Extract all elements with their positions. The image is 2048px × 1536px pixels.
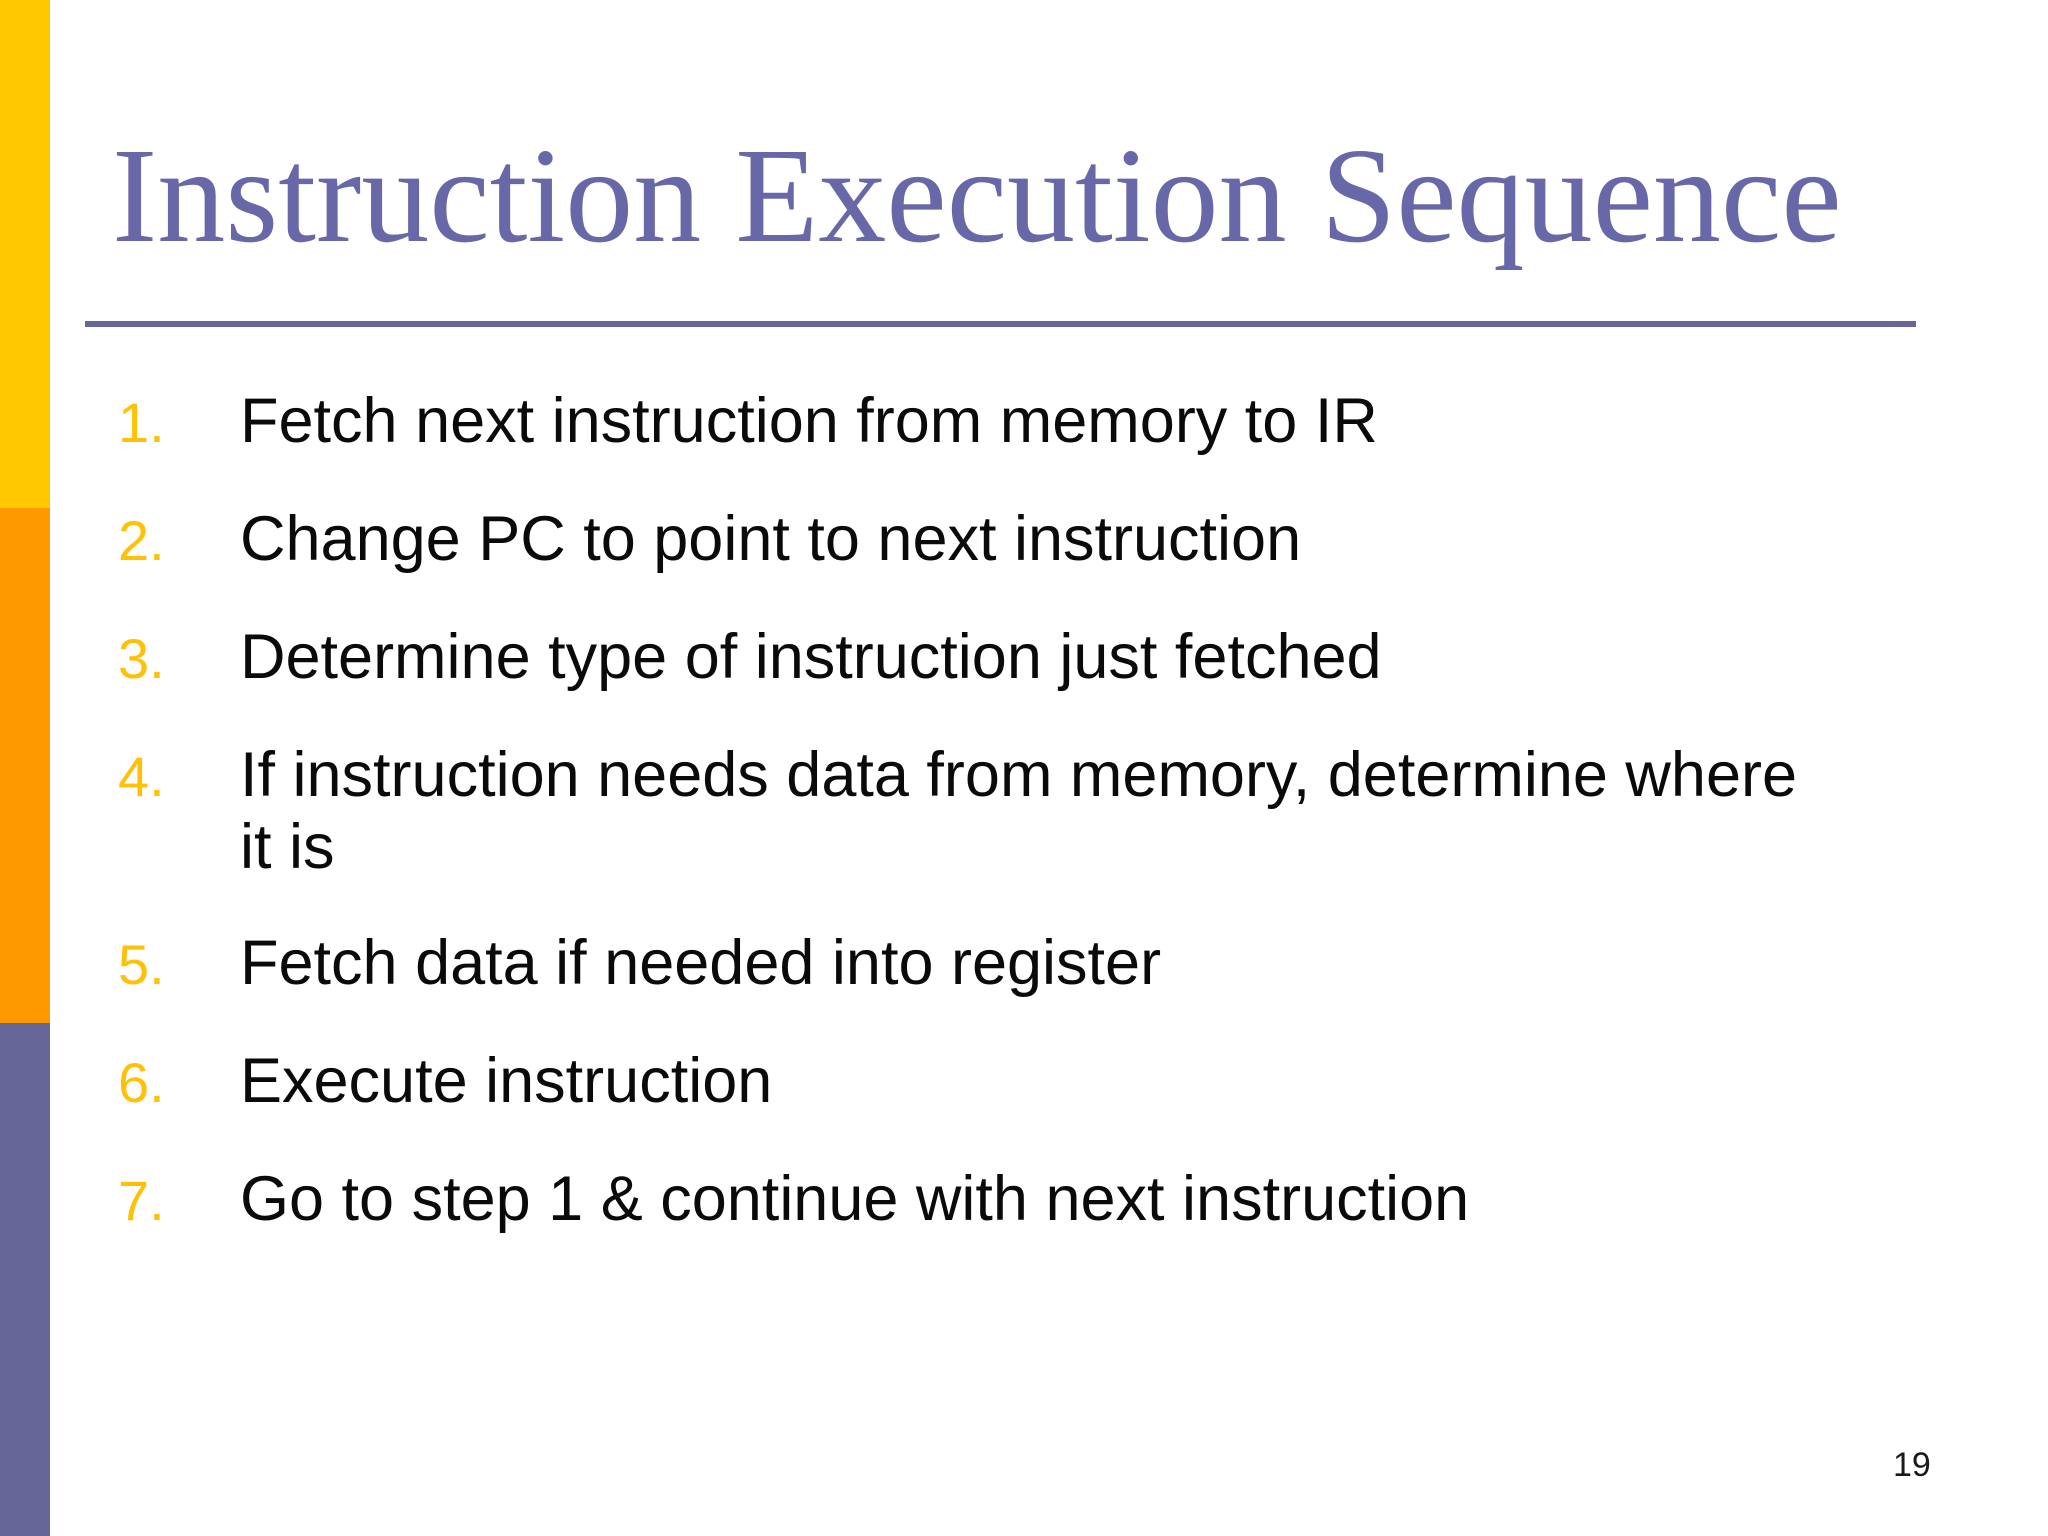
list-item-number: 2. (118, 509, 165, 572)
accent-bar-yellow-segment (0, 0, 50, 508)
list-item: 7. Go to step 1 & continue with next ins… (118, 1163, 1928, 1237)
slide-title: Instruction Execution Sequence (112, 121, 1842, 271)
list-item-text: If instruction needs data from memory, d… (240, 739, 1928, 883)
list-item-line: Fetch next instruction from memory to IR (240, 386, 1378, 456)
page-number: 19 (1893, 1446, 1931, 1484)
list-item-text: Execute instruction (240, 1045, 1928, 1117)
list-item-line: If instruction needs data from memory, d… (240, 740, 1798, 810)
list-item-number: 7. (118, 1169, 165, 1232)
list-item-line: Go to step 1 & continue with next instru… (240, 1164, 1470, 1234)
list-item-line: Determine type of instruction just fetch… (240, 622, 1382, 692)
list-item-text: Determine type of instruction just fetch… (240, 621, 1928, 693)
list-item-line: Change PC to point to next instruction (240, 504, 1302, 574)
list-item-line: Execute instruction (240, 1046, 773, 1116)
list-item-number: 1. (118, 391, 165, 454)
list-item-text: Change PC to point to next instruction (240, 503, 1928, 575)
list-item-text: Go to step 1 & continue with next instru… (240, 1163, 1928, 1235)
left-accent-bar (0, 0, 50, 1536)
list-item: 4. If instruction needs data from memory… (118, 739, 1928, 883)
list-item-text: Fetch next instruction from memory to IR (240, 385, 1928, 457)
list-item: 3. Determine type of instruction just fe… (118, 621, 1928, 695)
accent-bar-purple-segment (0, 1023, 50, 1536)
list-item-text: Fetch data if needed into register (240, 927, 1928, 999)
instruction-steps-list: 1. Fetch next instruction from memory to… (118, 385, 1928, 1281)
list-item: 5. Fetch data if needed into register (118, 927, 1928, 1001)
list-item-line: Fetch data if needed into register (240, 928, 1162, 998)
list-item-line: it is (240, 812, 335, 882)
list-item: 6. Execute instruction (118, 1045, 1928, 1119)
list-item-number: 6. (118, 1051, 165, 1114)
title-divider (85, 321, 1916, 327)
list-item: 1. Fetch next instruction from memory to… (118, 385, 1928, 459)
list-item: 2. Change PC to point to next instructio… (118, 503, 1928, 577)
accent-bar-orange-segment (0, 508, 50, 1023)
list-item-number: 3. (118, 627, 165, 690)
list-item-number: 5. (118, 933, 165, 996)
list-item-number: 4. (118, 745, 165, 808)
